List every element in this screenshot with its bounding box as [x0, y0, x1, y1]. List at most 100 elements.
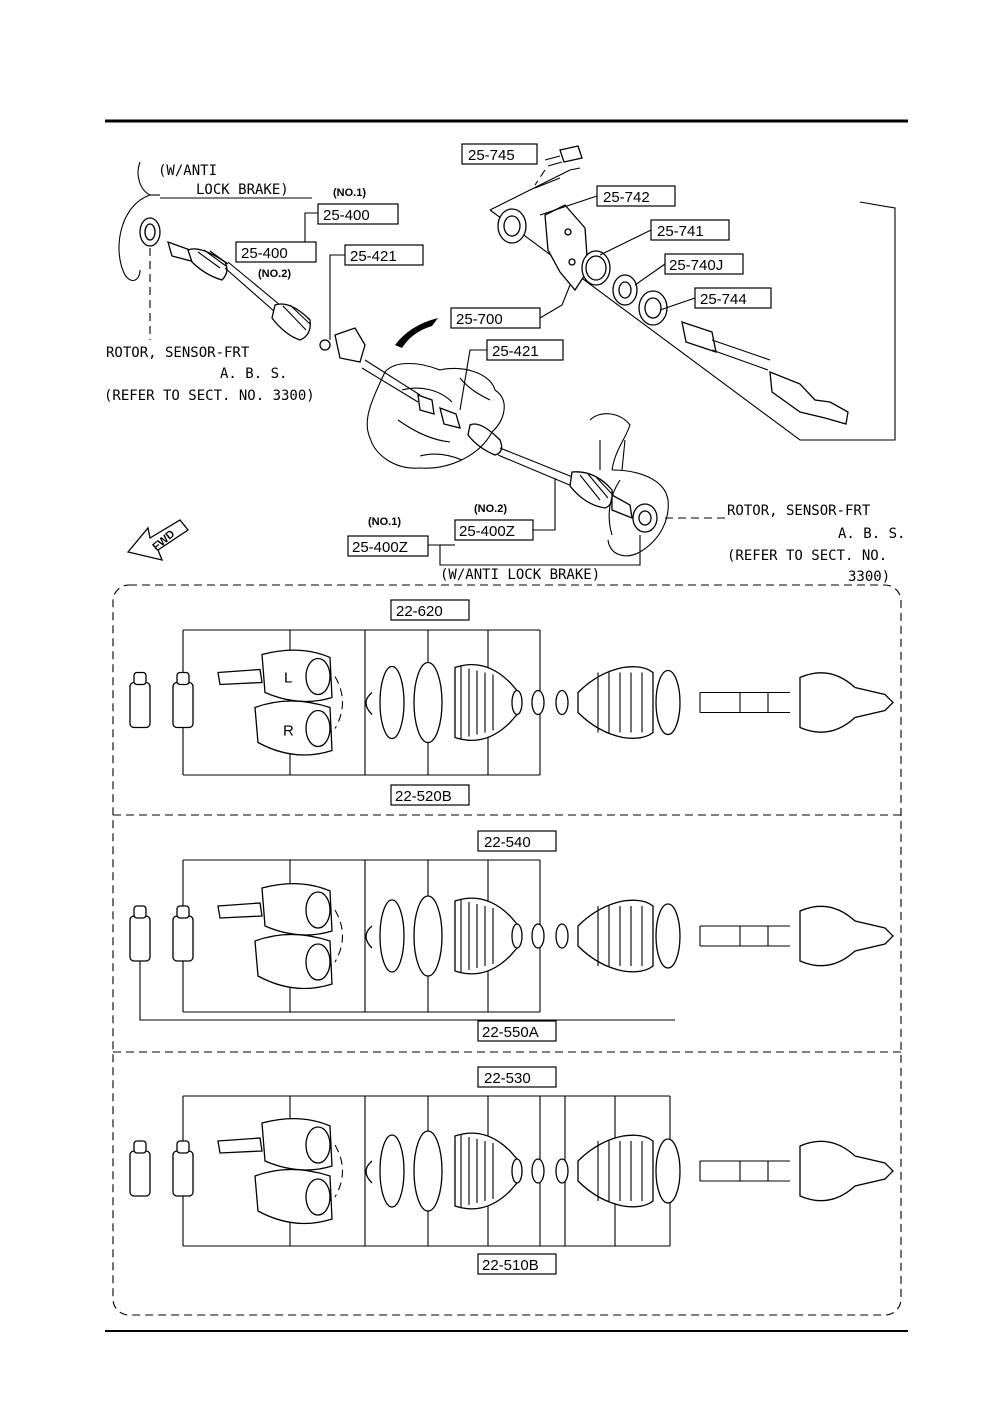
boot-neck [511, 689, 523, 716]
kit-panel-22-620: LR [129, 629, 894, 776]
bolt-25-745 [534, 145, 583, 186]
outer-boot [577, 899, 654, 973]
part-number: 22-520B [395, 788, 452, 805]
part-box-22-510b[interactable]: 22-510B [477, 1253, 557, 1275]
part-box-22-550a[interactable]: 22-550A [477, 1020, 557, 1042]
axle-shaft [699, 925, 790, 947]
boot-band [655, 903, 681, 969]
no1-bottom-label: (NO.1) [368, 516, 401, 528]
kit-bracket-low [139, 936, 675, 1021]
boot-band [413, 1130, 443, 1212]
abs-note-top-2: LOCK BRAKE) [196, 182, 289, 198]
part-number: 22-550A [482, 1024, 539, 1041]
outer-boot [577, 666, 654, 739]
bearing-inset [489, 167, 896, 441]
part-box-22-530[interactable]: 22-530 [477, 1066, 557, 1088]
grease-tube [172, 1150, 194, 1197]
part-number: 25-421 [350, 248, 397, 265]
no1-label: (NO.1) [333, 187, 366, 199]
joint-bore-right [305, 709, 331, 748]
boot-band [655, 669, 681, 736]
grease-tube-cap [133, 1140, 147, 1154]
grease-tube [129, 1150, 151, 1197]
boot-band [655, 1138, 681, 1204]
outer-boot [577, 1134, 654, 1208]
kit-panels-frame [112, 584, 902, 1316]
inner-boot [454, 1132, 518, 1210]
rotor-left-line2: A. B. S. [220, 366, 287, 382]
rotor-right-line4: 3300) [848, 569, 890, 585]
rotor-left-line3: (REFER TO SECT. NO. 3300) [104, 388, 315, 404]
boot-neck [511, 1158, 523, 1184]
clamp [555, 689, 569, 716]
part-box-22-620[interactable]: 22-620 [390, 599, 470, 621]
part-box-25-742[interactable]: 25-742 [596, 185, 676, 207]
part-box-25-740j[interactable]: 25-740J [664, 253, 744, 275]
boot-band [413, 895, 443, 977]
grease-tube-cap [176, 671, 190, 686]
joint-shaft [217, 902, 263, 919]
part-box-25-741[interactable]: 25-741 [650, 219, 730, 241]
abs-note-top-1: (W/ANTI [158, 163, 217, 179]
no2-label: (NO.2) [258, 268, 291, 280]
part-box-25-421-b[interactable]: 25-421 [486, 339, 564, 361]
grease-tube [129, 915, 151, 962]
boot-band [379, 1134, 405, 1208]
part-box-22-540[interactable]: 22-540 [477, 830, 557, 852]
part-box-25-700[interactable]: 25-700 [450, 307, 541, 329]
joint-mark-left: L [284, 670, 292, 687]
clamp [531, 689, 545, 716]
part-box-25-400z-no1[interactable]: 25-400Z [347, 535, 429, 557]
outer-cv-joint [799, 1140, 894, 1202]
axle-shaft [699, 1160, 790, 1182]
rotor-right-line1: ROTOR, SENSOR-FRT [727, 503, 871, 519]
part-box-25-400z-no2[interactable]: 25-400Z [454, 519, 534, 541]
part-number: 22-530 [484, 1070, 531, 1087]
no2-bottom-label: (NO.2) [474, 503, 507, 515]
joint-bore-right [305, 1178, 331, 1216]
part-number: 22-620 [396, 603, 443, 620]
part-number: 25-745 [468, 147, 515, 164]
kit-bracket-ext [540, 1095, 670, 1247]
rotor-right-line3: (REFER TO SECT. NO. [727, 548, 887, 564]
part-number: 22-510B [482, 1257, 539, 1274]
part-number: 25-400Z [352, 539, 408, 556]
part-box-25-745[interactable]: 25-745 [461, 143, 538, 165]
part-number: 25-741 [657, 223, 704, 240]
joint-alt-link [334, 676, 344, 729]
outer-cv-joint [799, 905, 894, 967]
abs-note-bottom: (W/ANTI LOCK BRAKE) [440, 567, 600, 583]
joint-alt-link [334, 1144, 344, 1198]
fwd-arrow [126, 519, 189, 561]
boot-band [379, 899, 405, 973]
snap-ring [365, 925, 373, 949]
boot-band [413, 661, 443, 744]
rotor-left-line1: ROTOR, SENSOR-FRT [106, 345, 250, 361]
left-driveshaft [167, 240, 633, 520]
boot-neck [511, 923, 523, 949]
part-box-25-744[interactable]: 25-744 [694, 287, 772, 309]
part-number: 25-744 [700, 291, 747, 308]
part-box-22-520b[interactable]: 22-520B [390, 784, 470, 806]
outer-cv-joint [799, 672, 894, 733]
transaxle-outline [366, 362, 505, 469]
grease-tube-cap [133, 905, 147, 919]
part-box-25-400-no1[interactable]: 25-400 [317, 203, 399, 225]
joint-mark-right: R [283, 723, 294, 740]
clamp [555, 923, 569, 949]
clamp [555, 1158, 569, 1184]
joint-shaft [217, 1137, 263, 1154]
axle-shaft [699, 691, 790, 714]
part-number: 25-742 [603, 189, 650, 206]
inner-boot [454, 897, 518, 975]
part-number: 25-700 [456, 311, 503, 328]
part-number: 25-740J [669, 257, 723, 274]
joint-bore-left [305, 1126, 331, 1164]
top-leaders [149, 195, 725, 566]
part-box-25-400-no2[interactable]: 25-400 [235, 241, 317, 263]
joint-bore-left [305, 891, 331, 929]
part-box-25-421-a[interactable]: 25-421 [344, 244, 424, 266]
part-number: 25-400Z [459, 523, 515, 540]
clamp [531, 1158, 545, 1184]
grease-tube-cap [176, 1140, 190, 1154]
